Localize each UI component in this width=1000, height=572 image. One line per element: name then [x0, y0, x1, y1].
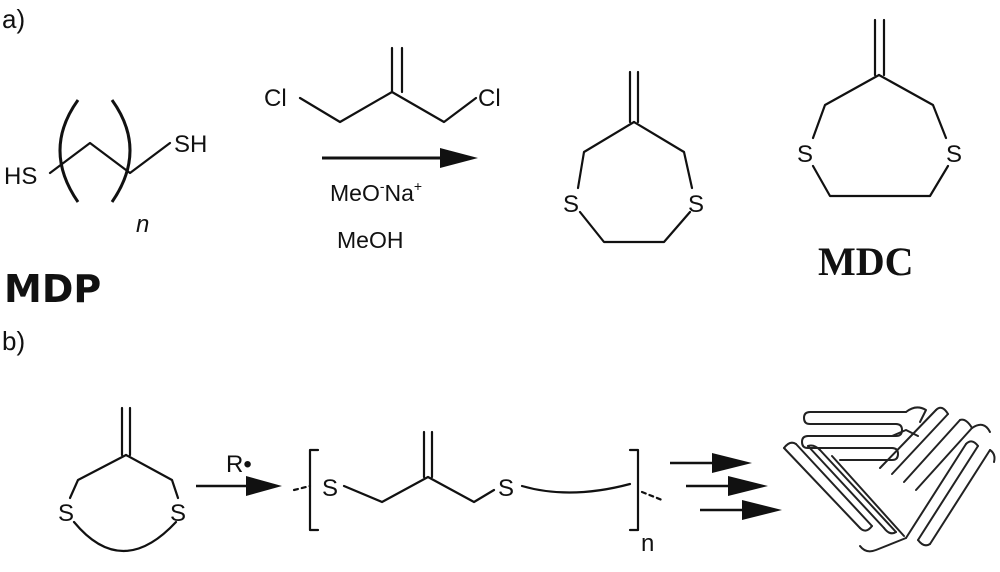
dichloride-reagent: Cl Cl	[264, 46, 501, 124]
mdp-name: MDP	[4, 267, 101, 311]
mdp-repeat-n: n	[136, 211, 149, 238]
initiation-arrow-head	[246, 476, 282, 496]
monomer-s-right: S	[170, 500, 186, 527]
mdc-s-left: S	[797, 141, 813, 168]
monomer-s-left: S	[58, 500, 74, 527]
polymer-repeat-unit: S S n	[292, 430, 664, 557]
crystallization-arrows	[670, 453, 782, 520]
initiator-label: R•	[226, 451, 252, 478]
reagent-cl-right: Cl	[478, 85, 501, 112]
mdp-molecule: HS SH n MDP	[4, 99, 207, 311]
base-label: MeO-Na+	[330, 178, 422, 206]
panel-b-label: b)	[2, 326, 25, 356]
polymer-s-left: S	[322, 475, 338, 502]
lamellar-crystal-icon	[783, 406, 996, 553]
reagent-cl-left: Cl	[264, 85, 287, 112]
ring7-s-left: S	[563, 191, 579, 218]
monomer-ring: S S	[58, 406, 186, 553]
mdp-left-paren	[58, 99, 80, 203]
polymer-repeat-n: n	[641, 530, 654, 557]
mdp-right-paren	[110, 99, 132, 203]
mdp-sh-label: SH	[174, 131, 207, 158]
panel-a-label: a)	[2, 4, 25, 34]
ring7-s-right: S	[688, 191, 704, 218]
reaction-arrow-a-head	[440, 148, 478, 168]
seven-ring-product: S S	[563, 70, 704, 244]
polymer-s-right: S	[498, 475, 514, 502]
mdc-name: MDC	[818, 239, 914, 284]
mdc-s-right: S	[946, 141, 962, 168]
mdc-molecule: S S MDC	[797, 18, 962, 284]
mdp-hs-label: HS	[4, 163, 37, 190]
solvent-label: MeOH	[337, 227, 403, 253]
